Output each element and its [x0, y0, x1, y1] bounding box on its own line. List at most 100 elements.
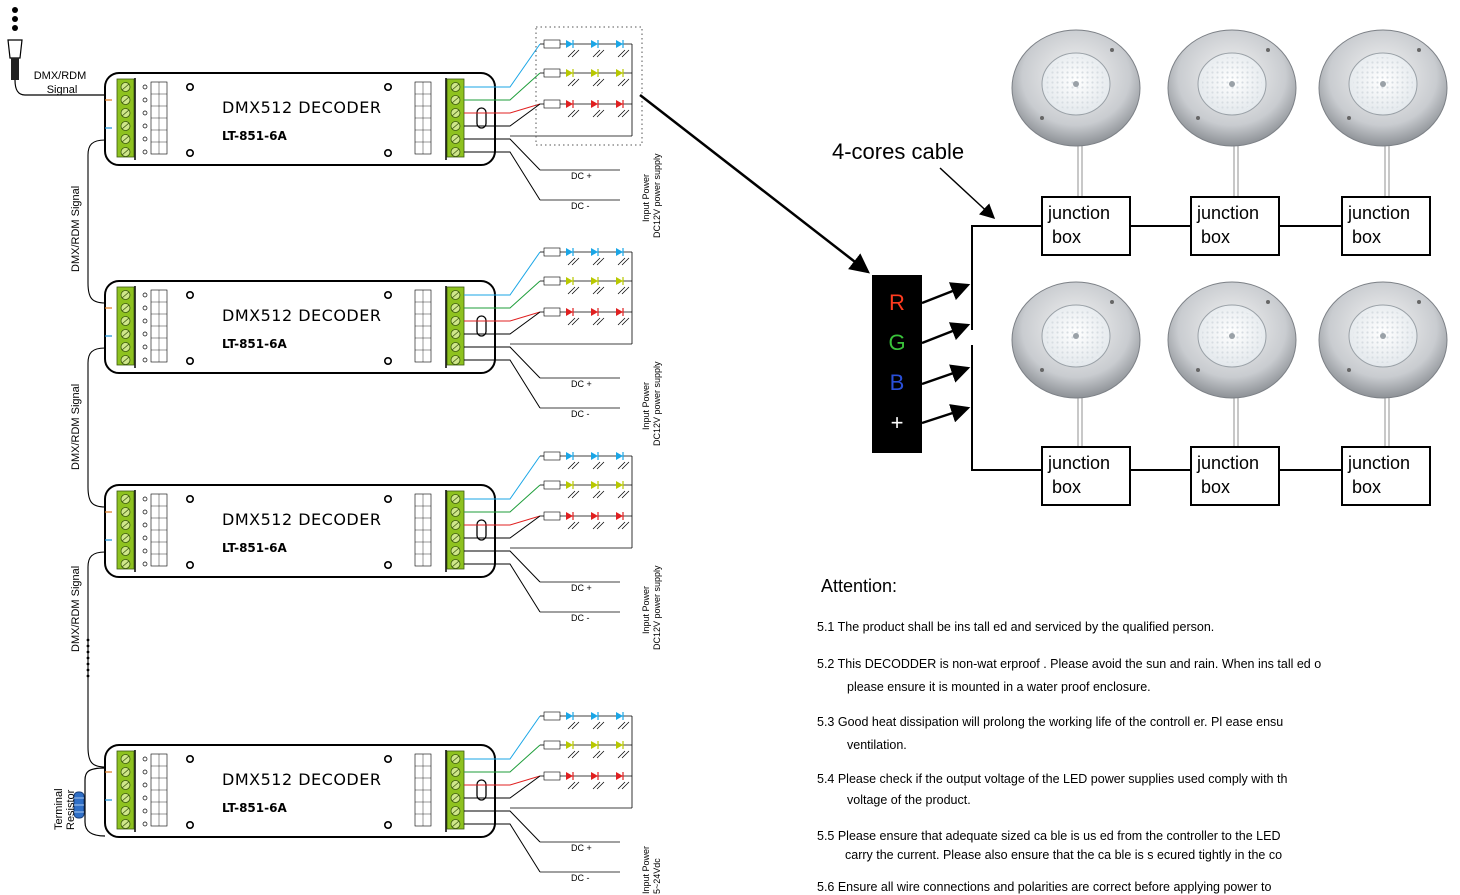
screw-icon: [186, 357, 195, 366]
led-icon: [591, 741, 598, 749]
attention-line: 5.5 Please ensure that adequate sized ca…: [817, 829, 1280, 843]
led-icon: [616, 40, 623, 48]
fuse-icon: [476, 779, 487, 801]
led-lamp-icon: [1318, 29, 1448, 147]
attention-line: carry the current. Please also ensure th…: [845, 848, 1282, 862]
screw-icon: [383, 821, 392, 830]
screw-icon: [383, 149, 392, 158]
led-icon: [566, 452, 573, 460]
led-icon: [616, 712, 623, 720]
led-lamp-icon: [1167, 29, 1297, 147]
led-icon: [566, 481, 573, 489]
dc-minus-label: DC -: [571, 613, 590, 623]
junction-box: junction box: [1341, 196, 1431, 256]
decoder-model: LT-851-6A: [222, 337, 287, 351]
junction-box-label: box: [1052, 477, 1081, 497]
led-resistor-icon: [543, 711, 561, 721]
junction-label: junction: [1347, 203, 1410, 223]
led-resistor-icon: [543, 99, 561, 109]
wire-arrow: [921, 322, 971, 345]
led-icon: [616, 277, 623, 285]
attention-line: 5.2 This DECODDER is non-wat erproof . P…: [817, 657, 1321, 671]
junction-label: junction: [1047, 453, 1110, 473]
led-icon: [616, 741, 623, 749]
input-power-label: Input Power: [641, 586, 651, 634]
input-power-label: Input Power: [641, 382, 651, 430]
led-icon: [591, 100, 598, 108]
lamp-grid: junction box junction box junction box junctio…: [921, 29, 1448, 506]
attention-line: please ensure it is mounted in a water p…: [847, 680, 1151, 694]
dmx-plug-icon: [7, 7, 105, 96]
decoder-model: LT-851-6A: [222, 541, 287, 555]
rgb-letter: B: [890, 370, 905, 395]
rgb-letter: G: [888, 330, 905, 355]
screw-icon: [186, 495, 195, 504]
led-icon: [616, 481, 623, 489]
led-icon: [566, 40, 573, 48]
terminal-label-line2: Resistor: [65, 789, 77, 830]
chain-gap-dot: [86, 644, 90, 648]
led-icon: [591, 308, 598, 316]
led-icon: [616, 100, 623, 108]
signal-vertical-label-3: DMX/RDM Signal: [70, 566, 82, 652]
input-power-label: Input Power: [641, 846, 651, 894]
supply-label: DC12V power supply: [652, 565, 662, 650]
led-lamp-icon: [1318, 281, 1448, 399]
rgb-terminal-block: [872, 275, 922, 453]
junction-label: junction: [1196, 203, 1259, 223]
led-resistor-icon: [543, 247, 561, 257]
junction-box-label: box: [1201, 477, 1230, 497]
decoder-name: DMX512 DECODER: [222, 306, 381, 325]
junction-box-label: box: [1352, 227, 1381, 247]
supply-label: 5~24Vdc: [652, 858, 662, 894]
led-icon: [616, 308, 623, 316]
screw-icon: [383, 495, 392, 504]
screw-icon: [186, 149, 195, 158]
dc-minus-label: DC -: [571, 409, 590, 419]
screw-icon: [383, 291, 392, 300]
led-resistor-icon: [543, 68, 561, 78]
led-lamp-icon: [1167, 281, 1297, 399]
led-icon: [566, 100, 573, 108]
led-icon: [591, 481, 598, 489]
wire-arrow: [921, 364, 971, 386]
rgb-letter: R: [889, 290, 905, 315]
chain-gap-dot: [86, 650, 90, 654]
led-icon: [616, 69, 623, 77]
led-icon: [591, 712, 598, 720]
led-icon: [566, 308, 573, 316]
led-icon: [616, 772, 623, 780]
dc-plus-label: DC +: [571, 583, 592, 593]
decoder-model: LT-851-6A: [222, 129, 287, 143]
chain-gap-dot: [86, 668, 90, 672]
screw-icon: [186, 755, 195, 764]
junction-label: junction: [1347, 453, 1410, 473]
dc-minus-label: DC -: [571, 201, 590, 211]
led-resistor-icon: [543, 511, 561, 521]
signal-vertical-label-1: DMX/RDM Signal: [70, 186, 82, 272]
screw-icon: [383, 755, 392, 764]
led-icon: [566, 741, 573, 749]
rgb-letters: RGB+: [888, 290, 905, 435]
attention-line: ventilation.: [847, 738, 907, 752]
zoom-arrow: [639, 94, 870, 274]
led-icon: [566, 512, 573, 520]
screw-icon: [383, 83, 392, 92]
led-icon: [566, 712, 573, 720]
fuse-icon: [476, 519, 487, 541]
screw-icon: [186, 821, 195, 830]
decoder-model: LT-851-6A: [222, 801, 287, 815]
junction-box-label: box: [1052, 227, 1081, 247]
led-resistor-icon: [543, 39, 561, 49]
fuse-icon: [476, 315, 487, 337]
junction-label: junction: [1047, 203, 1110, 223]
supply-label: DC12V power supply: [652, 361, 662, 446]
led-lamp-icon: [1011, 281, 1141, 399]
led-resistor-icon: [543, 276, 561, 286]
